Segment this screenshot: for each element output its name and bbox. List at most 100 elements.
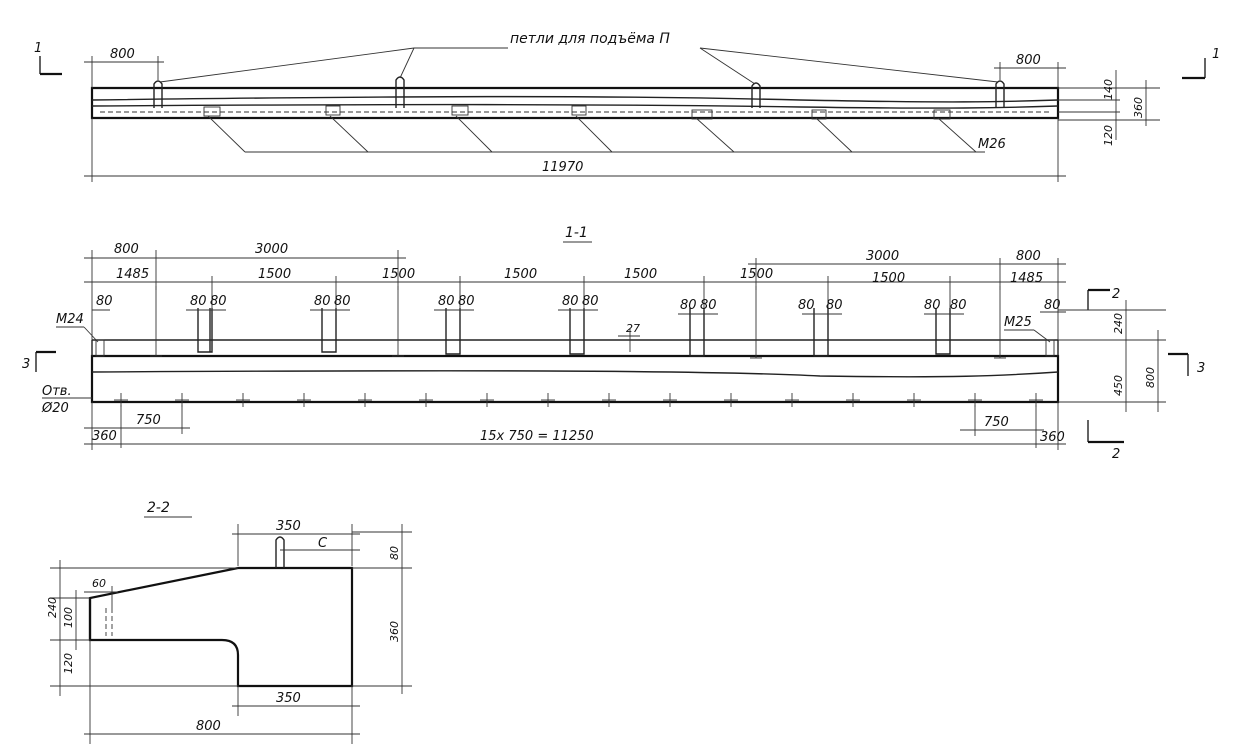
embedded-plate <box>203 106 221 117</box>
lifting-loop <box>395 76 405 108</box>
dim-27: 27 <box>626 322 640 335</box>
dim-spacing-1500: 1500 <box>504 267 537 282</box>
embedded-plate <box>325 105 341 116</box>
loop-pocket <box>445 308 461 355</box>
hole <box>785 393 799 407</box>
mark-m25: М25 <box>1004 315 1032 330</box>
dim-section-bottom-350: 350 <box>276 691 301 706</box>
dim-top-3000-left: 3000 <box>255 242 288 257</box>
dim-80: 80 <box>1044 298 1061 313</box>
section-marker-3-left: 3 <box>22 357 30 372</box>
embedded-part-m25 <box>1045 339 1055 357</box>
hole-label-dia: Ø20 <box>41 401 69 416</box>
dim-end-360-left: 360 <box>92 429 117 444</box>
section-dimensions: 350 С 80 360 240 100 120 60 350 <box>46 519 412 744</box>
hole-label-otv: Отв. <box>42 384 72 399</box>
elevation-loop-pockets <box>197 308 951 357</box>
dim-pitch-750-left: 750 <box>136 413 161 428</box>
dim-80: 80 <box>190 294 207 309</box>
embedded-plate <box>691 109 713 120</box>
elevation-view: 1-1 <box>22 225 1205 462</box>
embedded-plate <box>811 109 827 120</box>
dim-section-240: 240 <box>46 597 59 618</box>
hole <box>175 393 189 407</box>
section-marker-2-bottom: 2 <box>1112 447 1120 462</box>
plan-beam-outline <box>90 86 1060 120</box>
dim-side-800: 800 <box>1144 367 1157 388</box>
hole <box>968 393 982 407</box>
dim-section-60: 60 <box>92 577 106 590</box>
dim-top-800-right: 800 <box>1016 249 1041 264</box>
loop-pocket <box>689 308 705 357</box>
embedded-part-m24 <box>95 339 105 357</box>
dim-plan-total-11970: 11970 <box>542 160 583 175</box>
lifting-loop-callout: петли для подъёма П <box>510 31 670 47</box>
section-marker-3-right: 3 <box>1197 361 1205 376</box>
hole <box>419 393 433 407</box>
dim-section-100: 100 <box>62 607 75 628</box>
hole <box>297 393 311 407</box>
dim-80: 80 <box>924 298 941 313</box>
dim-80: 80 <box>438 294 455 309</box>
elevation-top-dimensions: 800 3000 3000 800 1485 1500 1500 1500 15… <box>84 242 1066 340</box>
dim-plan-right-800: 800 <box>1016 53 1041 68</box>
elevation-beam-curve <box>91 370 1059 378</box>
elevation-beam-body <box>90 354 1060 404</box>
lifting-loop <box>995 80 1005 108</box>
hole <box>846 393 860 407</box>
elevation-side-dimensions: 240 450 800 <box>1058 300 1166 412</box>
dim-section-c: С <box>318 536 328 551</box>
plate-mark-m26: М26 <box>978 137 1006 152</box>
plan-view: 1 1 петли для подъёма <box>34 31 1220 182</box>
elevation-title: 1-1 <box>565 225 588 241</box>
lifting-loops <box>153 76 1005 108</box>
dim-plan-side-140: 140 <box>1102 79 1115 100</box>
loop-pocket <box>813 308 829 357</box>
dim-pitch-750-right: 750 <box>984 415 1009 430</box>
dim-80: 80 <box>700 298 717 313</box>
loop-pocket <box>197 308 213 353</box>
dim-spacing-1500: 1500 <box>382 267 415 282</box>
dim-side-240: 240 <box>1112 313 1125 334</box>
plate-leaders <box>207 115 985 153</box>
loop-pocket <box>321 308 337 353</box>
dim-hole-series: 15х 750 = 11250 <box>480 429 594 444</box>
lifting-loop <box>153 80 163 108</box>
hole <box>1029 393 1043 407</box>
elevation-lift-points <box>150 286 1006 359</box>
dim-80: 80 <box>826 298 843 313</box>
callout-leaders <box>159 47 999 85</box>
dim-section-80: 80 <box>388 546 401 560</box>
dim-80: 80 <box>210 294 227 309</box>
dim-top-800-left: 800 <box>114 242 139 257</box>
dim-top-3000-right: 3000 <box>866 249 899 264</box>
hole <box>663 393 677 407</box>
section-2-2-view: 2-2 350 С 80 360 2 <box>46 500 412 744</box>
dim-spacing-1500: 1500 <box>872 271 905 286</box>
dim-plan-left-800: 800 <box>110 47 135 62</box>
plan-dimensions: 800 800 11970 140 360 120 <box>84 47 1160 182</box>
dim-plan-side-120: 120 <box>1102 125 1115 146</box>
dim-plan-side-360: 360 <box>1132 97 1145 118</box>
section-profile <box>88 566 354 688</box>
dim-80: 80 <box>798 298 815 313</box>
dim-80: 80 <box>680 298 697 313</box>
section-marker-left: 1 <box>34 41 42 56</box>
hole <box>114 393 128 407</box>
dim-spacing-1500: 1500 <box>258 267 291 282</box>
elevation-bottom-dimensions: 750 750 360 360 15х 750 = 11250 <box>84 402 1066 450</box>
dim-80: 80 <box>458 294 475 309</box>
hole <box>602 393 616 407</box>
hole <box>724 393 738 407</box>
loop-pocket <box>569 308 585 355</box>
lifting-loop <box>751 82 761 108</box>
hole <box>358 393 372 407</box>
embedded-plate <box>451 105 469 116</box>
hole <box>541 393 555 407</box>
dim-spacing-1500: 1500 <box>740 267 773 282</box>
elevation-pocket-dims: 80 80 80 80 80 80 80 80 80 80 80 80 80 8… <box>92 294 1066 352</box>
dim-80: 80 <box>562 294 579 309</box>
dim-section-bottom-800: 800 <box>196 719 221 734</box>
dim-spacing-1485-right: 1485 <box>1010 271 1043 286</box>
